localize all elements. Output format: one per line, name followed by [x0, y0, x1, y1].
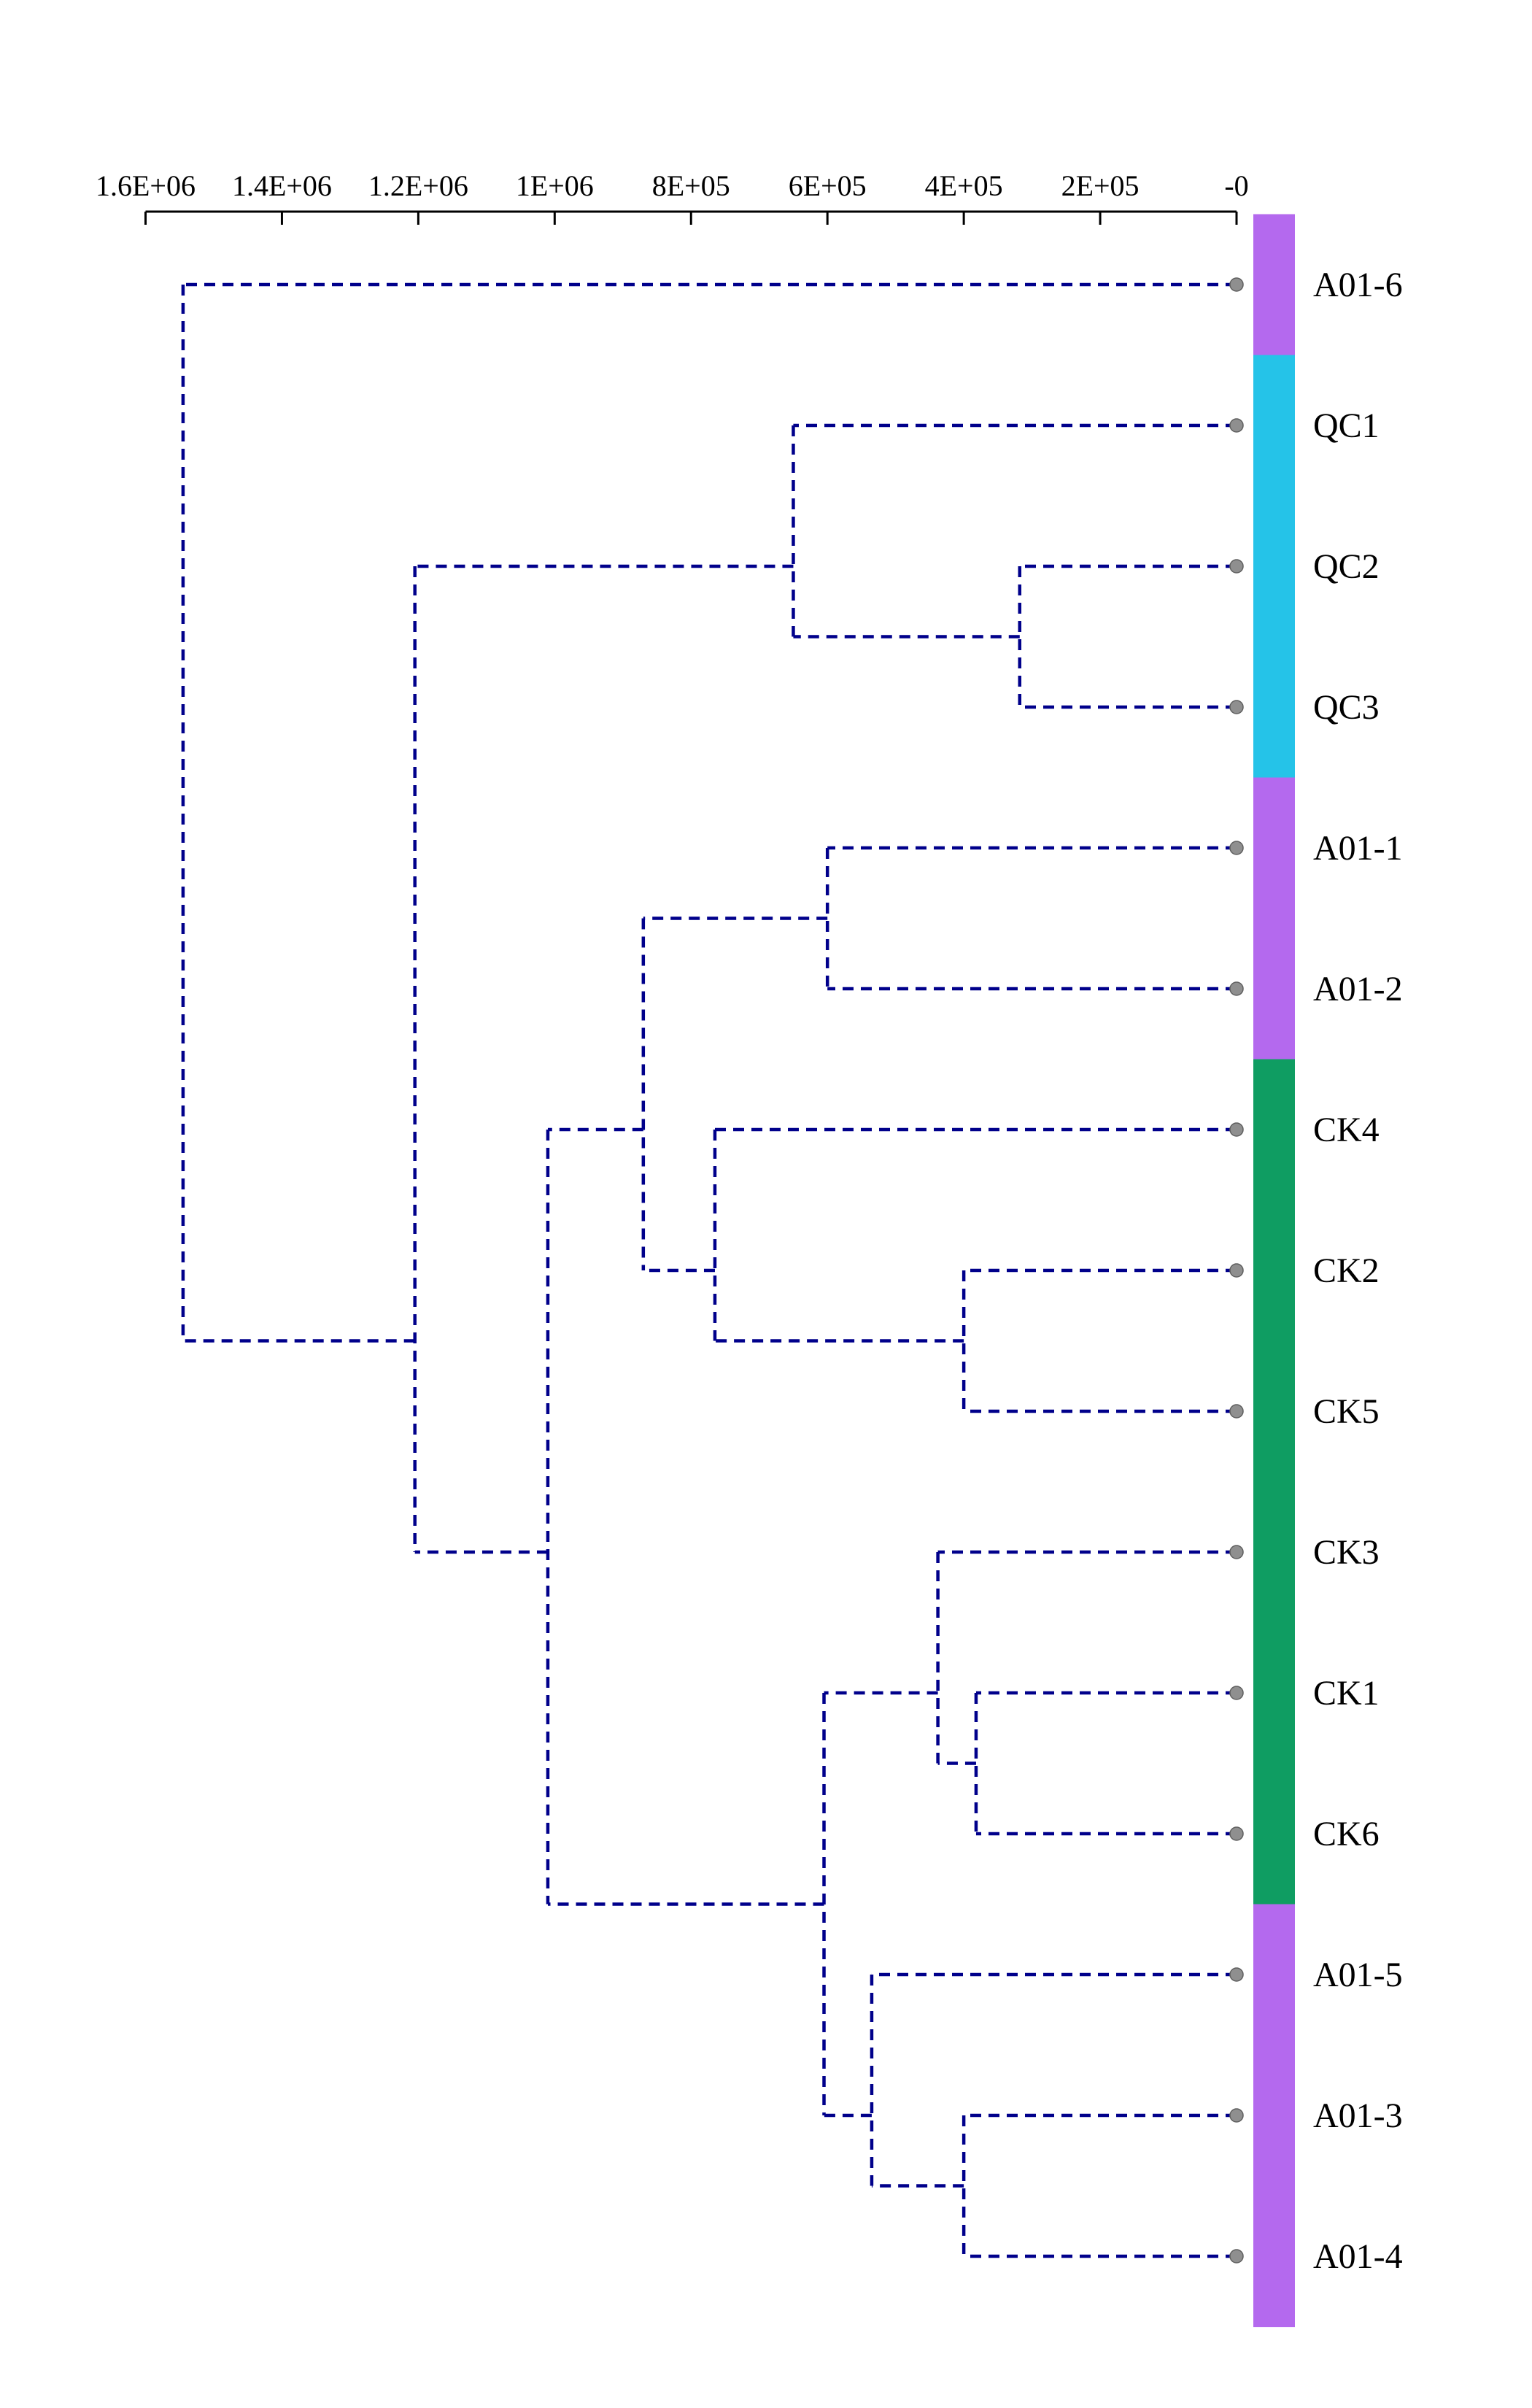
leaf-dot — [1229, 418, 1244, 433]
leaf-dot — [1229, 700, 1244, 714]
leaf-dot — [1229, 1404, 1244, 1419]
group-color-bar-segment — [1253, 2045, 1295, 2187]
group-color-bar-segment — [1253, 495, 1295, 638]
leaf-dot — [1229, 1686, 1244, 1700]
group-color-bar-segment — [1253, 1481, 1295, 1624]
group-color-bar-segment — [1253, 355, 1295, 497]
leaf-label: QC3 — [1313, 688, 1380, 727]
group-color-bar-segment — [1253, 1340, 1295, 1483]
group-color-bar-segment — [1253, 777, 1295, 919]
group-color-bar-segment — [1253, 1200, 1295, 1342]
leaf-label: CK1 — [1313, 1674, 1380, 1713]
axis-tick-label: 1.6E+06 — [96, 169, 196, 202]
group-color-bar-segment — [1253, 1904, 1295, 2046]
leaf-label: CK6 — [1313, 1815, 1380, 1853]
group-color-bar-segment — [1253, 636, 1295, 779]
axis-tick-label: 1E+06 — [516, 169, 594, 202]
group-color-bar-segment — [1253, 918, 1295, 1060]
group-color-bar-segment — [1253, 214, 1295, 356]
group-color-bar-segment — [1253, 1059, 1295, 1201]
leaf-label: QC1 — [1313, 406, 1380, 445]
leaf-label: CK4 — [1313, 1111, 1380, 1149]
leaf-label: CK2 — [1313, 1251, 1380, 1290]
leaf-label: A01-1 — [1313, 829, 1403, 868]
axis-tick-label: 1.4E+06 — [232, 169, 332, 202]
axis-tick-label: 1.2E+06 — [368, 169, 468, 202]
axis-tick-label: 8E+05 — [652, 169, 730, 202]
leaf-label: A01-5 — [1313, 1956, 1403, 1994]
leaf-dot — [1229, 559, 1244, 574]
leaf-label: A01-3 — [1313, 2096, 1403, 2135]
leaf-dot — [1229, 1967, 1244, 1982]
leaf-dot — [1229, 1263, 1244, 1278]
leaf-dot — [1229, 981, 1244, 996]
leaf-label: A01-4 — [1313, 2237, 1403, 2276]
leaf-label: CK3 — [1313, 1533, 1380, 1572]
leaf-dot — [1229, 1545, 1244, 1559]
group-color-bar-segment — [1253, 1622, 1295, 1764]
axis-tick-label: 4E+05 — [925, 169, 1003, 202]
group-color-bar-segment — [1253, 2185, 1295, 2328]
leaf-dot — [1229, 2249, 1244, 2264]
group-color-bar-segment — [1253, 1763, 1295, 1905]
leaf-dot — [1229, 2108, 1244, 2123]
leaf-label: A01-2 — [1313, 970, 1403, 1008]
leaf-dot — [1229, 1826, 1244, 1841]
axis-tick-label: -0 — [1224, 169, 1248, 202]
leaf-dot — [1229, 1122, 1244, 1137]
leaf-label: A01-6 — [1313, 266, 1403, 304]
axis-tick-label: 2E+05 — [1061, 169, 1140, 202]
leaf-dot — [1229, 841, 1244, 855]
leaf-dot — [1229, 277, 1244, 292]
leaf-label: QC2 — [1313, 547, 1380, 586]
leaf-label: CK5 — [1313, 1392, 1380, 1431]
axis-tick-label: 6E+05 — [789, 169, 867, 202]
